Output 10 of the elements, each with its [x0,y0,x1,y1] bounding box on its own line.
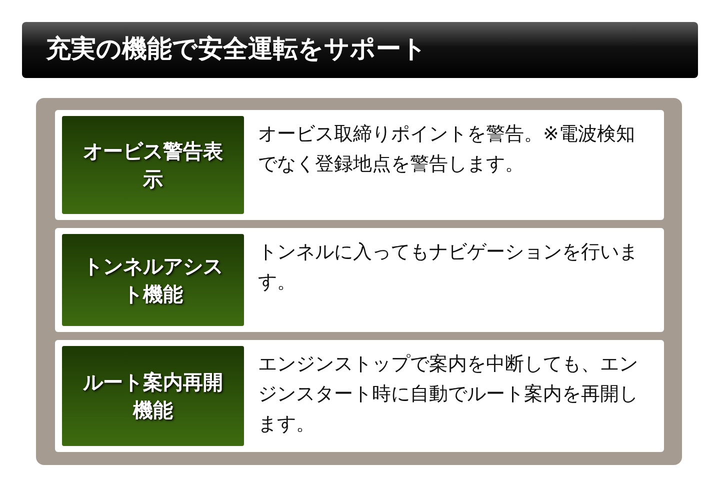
row-card [55,340,664,452]
row-card [55,228,664,332]
label-box: ルート案内再開機能 [62,346,244,446]
description-text: トンネルに入ってもナビゲーションを行います。 [258,240,639,295]
label-box: トンネルアシスト機能 [62,234,244,326]
title: 充実の機能で安全運転をサポート [46,33,427,65]
description-text: オービス取締りポイントを警告。※電波検知でなく登録地点を警告します。 [258,122,636,177]
row-card [55,110,664,220]
description-text: エンジンストップで案内を中断しても、エンジンスタート時に自動でルート案内を再開します。 [258,352,639,437]
label-box: オービス警告表示 [62,116,244,214]
